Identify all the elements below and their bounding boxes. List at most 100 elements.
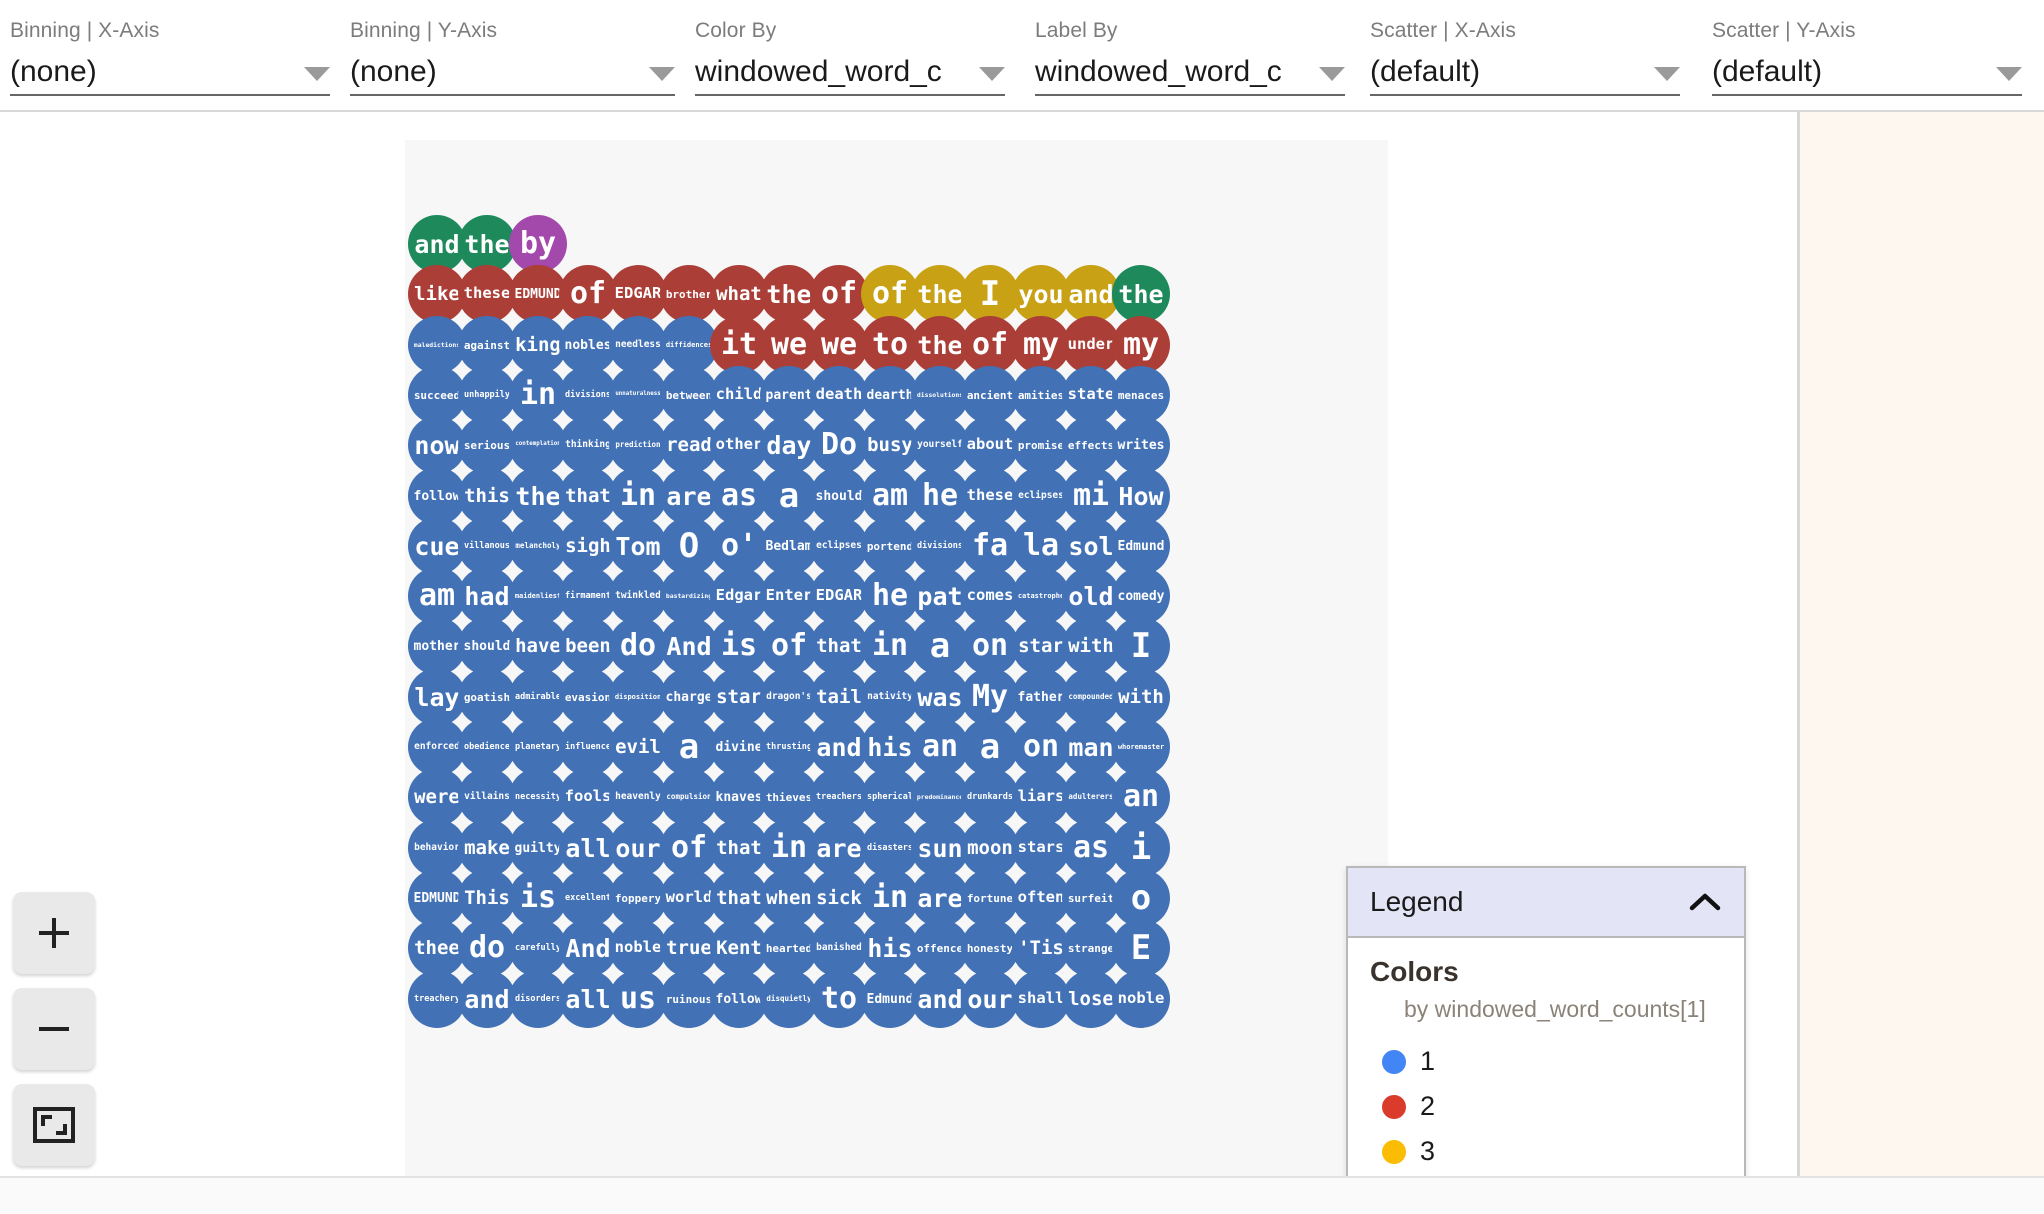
- word-bubble[interactable]: about: [961, 416, 1019, 474]
- word-bubble[interactable]: thieves: [760, 768, 818, 826]
- word-bubble[interactable]: predominance: [911, 768, 969, 826]
- word-bubble[interactable]: necessity: [509, 768, 567, 826]
- word-bubble[interactable]: follow: [710, 970, 768, 1028]
- word-bubble[interactable]: treachers: [810, 768, 868, 826]
- word-bubble[interactable]: dragon's: [760, 668, 818, 726]
- word-bubble[interactable]: promise: [1012, 416, 1070, 474]
- word-bubble[interactable]: have: [509, 617, 567, 675]
- word-bubble[interactable]: diffidences: [660, 316, 718, 374]
- word-bubble[interactable]: planetary: [509, 718, 567, 776]
- word-bubble[interactable]: dissolutions: [911, 366, 969, 424]
- chevron-down-icon[interactable]: [979, 67, 1005, 81]
- word-bubble[interactable]: portend: [861, 517, 919, 575]
- word-bubble[interactable]: on: [961, 617, 1019, 675]
- word-bubble[interactable]: my: [1012, 316, 1070, 374]
- word-bubble[interactable]: whoremaster: [1112, 718, 1170, 776]
- word-bubble[interactable]: child: [710, 366, 768, 424]
- word-bubble[interactable]: should: [810, 467, 868, 525]
- word-bubble[interactable]: EDMUND: [509, 265, 567, 323]
- word-bubble[interactable]: the: [760, 265, 818, 323]
- word-bubble[interactable]: are: [911, 869, 969, 927]
- word-bubble[interactable]: heavenly: [609, 768, 667, 826]
- word-bubble[interactable]: by: [509, 215, 567, 273]
- word-bubble[interactable]: divine: [710, 718, 768, 776]
- word-bubble[interactable]: true: [660, 919, 718, 977]
- word-bubble[interactable]: our: [961, 970, 1019, 1028]
- word-bubble[interactable]: o: [1112, 869, 1170, 927]
- word-bubble[interactable]: noble: [1112, 970, 1170, 1028]
- word-bubble[interactable]: O: [660, 517, 718, 575]
- word-bubble[interactable]: death: [810, 366, 868, 424]
- word-bubble[interactable]: EDGAR: [609, 265, 667, 323]
- word-bubble[interactable]: needless: [609, 316, 667, 374]
- word-bubble[interactable]: behavior: [408, 819, 466, 877]
- word-bubble[interactable]: the: [509, 467, 567, 525]
- word-bubble[interactable]: unhappily: [458, 366, 516, 424]
- word-bubble[interactable]: shall: [1012, 970, 1070, 1028]
- word-bubble[interactable]: world: [660, 869, 718, 927]
- chevron-down-icon[interactable]: [649, 67, 675, 81]
- word-bubble[interactable]: excellent: [559, 869, 617, 927]
- word-bubble[interactable]: and: [1062, 265, 1120, 323]
- legend-header[interactable]: Legend: [1348, 868, 1744, 938]
- word-bubble[interactable]: adulterers: [1062, 768, 1120, 826]
- word-bubble[interactable]: How: [1112, 467, 1170, 525]
- word-bubble[interactable]: am: [408, 567, 466, 625]
- word-bubble[interactable]: other: [710, 416, 768, 474]
- word-bubble[interactable]: nobles: [559, 316, 617, 374]
- word-bubble[interactable]: was: [911, 668, 969, 726]
- word-bubble[interactable]: state: [1062, 366, 1120, 424]
- word-bubble[interactable]: of: [760, 617, 818, 675]
- word-bubble[interactable]: star: [710, 668, 768, 726]
- binning-y-axis-select[interactable]: (none): [350, 52, 675, 96]
- word-bubble[interactable]: drunkards: [961, 768, 1019, 826]
- word-bubble[interactable]: goatish: [458, 668, 516, 726]
- word-bubble[interactable]: knaves: [710, 768, 768, 826]
- word-bubble[interactable]: disposition: [609, 668, 667, 726]
- word-bubble[interactable]: influence: [559, 718, 617, 776]
- chevron-down-icon[interactable]: [1319, 67, 1345, 81]
- scatter-y-axis-select[interactable]: (default): [1712, 52, 2022, 96]
- word-bubble[interactable]: he: [861, 567, 919, 625]
- word-bubble[interactable]: honesty: [961, 919, 1019, 977]
- word-bubble[interactable]: he: [911, 467, 969, 525]
- word-bubble[interactable]: carefully: [509, 919, 567, 977]
- legend-entry-2[interactable]: 2: [1370, 1084, 1722, 1129]
- control-scatter-x-axis[interactable]: Scatter | X-Axis(default): [1370, 18, 1680, 96]
- word-bubble[interactable]: in: [861, 869, 919, 927]
- word-bubble[interactable]: comes: [961, 567, 1019, 625]
- word-bubble[interactable]: ancient: [961, 366, 1019, 424]
- word-bubble[interactable]: twinkled: [609, 567, 667, 625]
- word-bubble[interactable]: Enter: [760, 567, 818, 625]
- word-bubble[interactable]: la: [1012, 517, 1070, 575]
- word-bubble[interactable]: brother: [660, 265, 718, 323]
- word-bubble[interactable]: and: [911, 970, 969, 1028]
- word-bubble[interactable]: as: [1062, 819, 1120, 877]
- word-bubble[interactable]: fa: [961, 517, 1019, 575]
- legend-entry-1[interactable]: 1: [1370, 1039, 1722, 1084]
- word-bubble[interactable]: disquietly: [760, 970, 818, 1028]
- word-bubble[interactable]: these: [458, 265, 516, 323]
- word-bubble[interactable]: This: [458, 869, 516, 927]
- word-bubble[interactable]: it: [710, 316, 768, 374]
- word-bubble[interactable]: is: [509, 869, 567, 927]
- word-bubble[interactable]: you: [1012, 265, 1070, 323]
- word-bubble[interactable]: and: [408, 215, 466, 273]
- word-bubble[interactable]: and: [458, 970, 516, 1028]
- word-bubble[interactable]: in: [509, 366, 567, 424]
- word-bubble[interactable]: to: [810, 970, 868, 1028]
- word-bubble[interactable]: compulsion: [660, 768, 718, 826]
- word-bubble[interactable]: had: [458, 567, 516, 625]
- word-bubble[interactable]: eclipses: [1012, 467, 1070, 525]
- word-bubble[interactable]: and: [810, 718, 868, 776]
- word-bubble[interactable]: comedy: [1112, 567, 1170, 625]
- word-bubble[interactable]: divisions: [559, 366, 617, 424]
- word-bubble[interactable]: the: [458, 215, 516, 273]
- word-bubble[interactable]: us: [609, 970, 667, 1028]
- word-bubble[interactable]: these: [961, 467, 1019, 525]
- word-bubble[interactable]: maidenliest: [509, 567, 567, 625]
- word-bubble[interactable]: disasters: [861, 819, 919, 877]
- word-bubble[interactable]: what: [710, 265, 768, 323]
